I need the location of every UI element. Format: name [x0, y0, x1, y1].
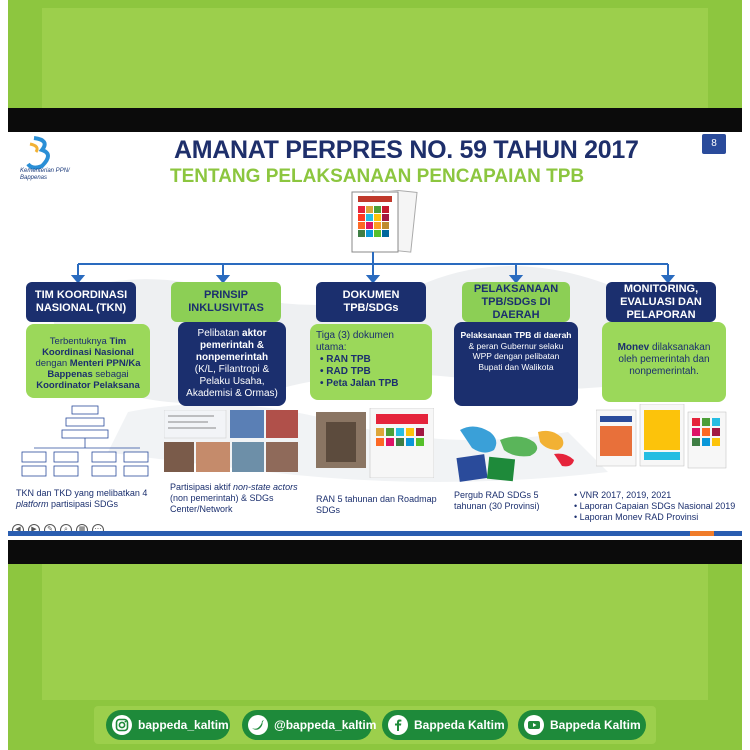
card-dokumen-item-3-text: Peta Jalan TPB: [326, 378, 399, 389]
caption-inklusivitas-text-1: Partisipasi aktif: [170, 482, 234, 492]
slide-title: AMANAT PERPRES NO. 59 TAHUN 2017: [174, 136, 639, 164]
caption-dokumen: RAN 5 tahunan dan Roadmap SDGs: [316, 494, 437, 515]
card-tkn-text-3: dengan: [35, 358, 70, 369]
card-pelaksanaan-text-1: Pelaksanaan TPB di daerah: [460, 330, 572, 340]
caption-monitoring-item-2-text: Laporan Capaian SDGs Nasional 2019: [579, 501, 736, 511]
caption-inklusivitas: Partisipasi aktif non-state actors (non …: [170, 482, 298, 515]
caption-monitoring-item-1-text: VNR 2017, 2019, 2021: [579, 490, 672, 500]
twitter-handle: @bappeda_kaltim: [274, 718, 377, 732]
card-inklusivitas-text-3: (K/L, Filantropi & Pelaku Usaha, Akademi…: [186, 364, 278, 399]
card-dokumen-item-2-text: RAD TPB: [326, 366, 371, 377]
caption-pelaksanaan: Pergub RAD SDGs 5 tahunan (30 Provinsi): [454, 490, 540, 511]
caption-tkn: TKN dan TKD yang melibatkan 4 platform p…: [16, 488, 166, 510]
caption-monitoring-item-3-text: Laporan Monev RAD Provinsi: [579, 512, 699, 522]
facebook-link[interactable]: Bappeda Kaltim: [382, 710, 508, 740]
left-border: [0, 0, 8, 750]
caption-inklusivitas-text-3: (non pemerintah) & SDGs Center/Network: [170, 493, 274, 514]
card-dokumen-intro: Tiga (3) dokumen utama:: [316, 330, 394, 353]
youtube-channel: Bappeda Kaltim: [550, 718, 641, 732]
caption-inklusivitas-text-2: non-state actors: [233, 482, 298, 492]
header-tkn: TIM KOORDINASI NASIONAL (TKN): [26, 282, 136, 322]
card-pelaksanaan-text-2: & peran Gubernur selaku WPP dengan pelib…: [468, 340, 564, 372]
slide-progress-bar: [8, 531, 742, 536]
card-dokumen: Tiga (3) dokumen utama: • RAN TPB • RAD …: [310, 324, 432, 400]
header-pelaksanaan: PELAKSANAAN TPB/SDGs DI DAERAH: [462, 282, 570, 322]
instagram-handle: bappeda_kaltim: [138, 718, 229, 732]
header-inklusivitas: PRINSIP INKLUSIVITAS: [171, 282, 281, 322]
video-letterbox-bottom: [8, 540, 742, 564]
card-pelaksanaan: Pelaksanaan TPB di daerah & peran Gubern…: [454, 322, 578, 406]
indonesia-map-image: [456, 426, 574, 482]
card-tkn-text-1: Terbentuknya: [49, 336, 110, 347]
facebook-icon: [388, 715, 408, 735]
right-border: [742, 0, 750, 750]
presentation-slide: Kementerian PPN/ Bappenas 8 AMANAT PERPR…: [8, 132, 742, 540]
header-monitoring: MONITORING, EVALUASI DAN PELAPORAN: [606, 282, 716, 322]
card-monitoring-text-2: dilaksanakan oleh pemerintah dan nonpeme…: [618, 342, 711, 377]
youtube-link[interactable]: Bappeda Kaltim: [518, 710, 646, 740]
logo-text: Kementerian PPN/ Bappenas: [20, 168, 70, 181]
youtube-icon: [524, 715, 544, 735]
card-tkn-text-4: Menteri PPN/Ka Bappenas: [47, 358, 141, 380]
hierarchy-connector: [70, 252, 676, 284]
caption-monitoring-item-1: • VNR 2017, 2019, 2021: [574, 490, 672, 500]
card-tkn: Terbentuknya Tim Koordinasi Nasional den…: [26, 324, 150, 398]
inklusivitas-collage-image: [164, 410, 298, 472]
slide-page-number: 8: [702, 134, 726, 154]
card-dokumen-item-1-text: RAN TPB: [326, 354, 371, 365]
twitter-icon: [248, 715, 268, 735]
card-inklusivitas: Pelibatan aktor pemerintah & nonpemerint…: [178, 322, 286, 406]
caption-monitoring: • VNR 2017, 2019, 2021 • Laporan Capaian…: [574, 490, 742, 523]
instagram-link[interactable]: bappeda_kaltim: [106, 710, 230, 740]
card-inklusivitas-text-1: Pelibatan: [197, 328, 243, 339]
card-tkn-text-5: sebagai: [92, 369, 129, 380]
card-tkn-text-2: Tim Koordinasi Nasional: [42, 336, 134, 358]
slide-subtitle: TENTANG PELAKSANAAN PENCAPAIAN TPB: [170, 166, 585, 187]
card-monitoring: Monev dilaksanakan oleh pemerintah dan n…: [602, 322, 726, 402]
caption-monitoring-item-3: • Laporan Monev RAD Provinsi: [574, 512, 699, 522]
caption-tkn-text-3: partisipasi SDGs: [48, 499, 119, 509]
caption-monitoring-item-2: • Laporan Capaian SDGs Nasional 2019: [574, 501, 736, 511]
monitoring-reports-image: [596, 404, 727, 469]
caption-tkn-text-1: TKN dan TKD yang melibatkan 4: [16, 488, 148, 498]
slide-progress-accent: [690, 531, 714, 536]
card-tkn-text-6: Koordinator Pelaksana: [36, 380, 140, 391]
card-dokumen-item-1: • RAN TPB: [320, 354, 371, 365]
card-monitoring-text-1: Monev: [617, 342, 650, 353]
perpres-document-image: [351, 190, 418, 253]
bappenas-logo: Kementerian PPN/ Bappenas: [20, 136, 80, 186]
instagram-icon: [112, 715, 132, 735]
card-dokumen-item-2: • RAD TPB: [320, 366, 371, 377]
bappenas-logo-mark: [26, 136, 50, 170]
card-dokumen-item-3: • Peta Jalan TPB: [320, 378, 399, 389]
tkn-org-chart-image: [21, 405, 149, 477]
dokumen-photo-image: [316, 408, 434, 478]
header-dokumen: DOKUMEN TPB/SDGs: [316, 282, 426, 322]
twitter-link[interactable]: @bappeda_kaltim: [242, 710, 376, 740]
facebook-page: Bappeda Kaltim: [414, 718, 505, 732]
video-letterbox-top: [8, 108, 742, 132]
caption-tkn-text-2: platform: [16, 499, 49, 509]
card-inklusivitas-text-2: aktor pemerintah & nonpemerintah: [195, 328, 269, 363]
